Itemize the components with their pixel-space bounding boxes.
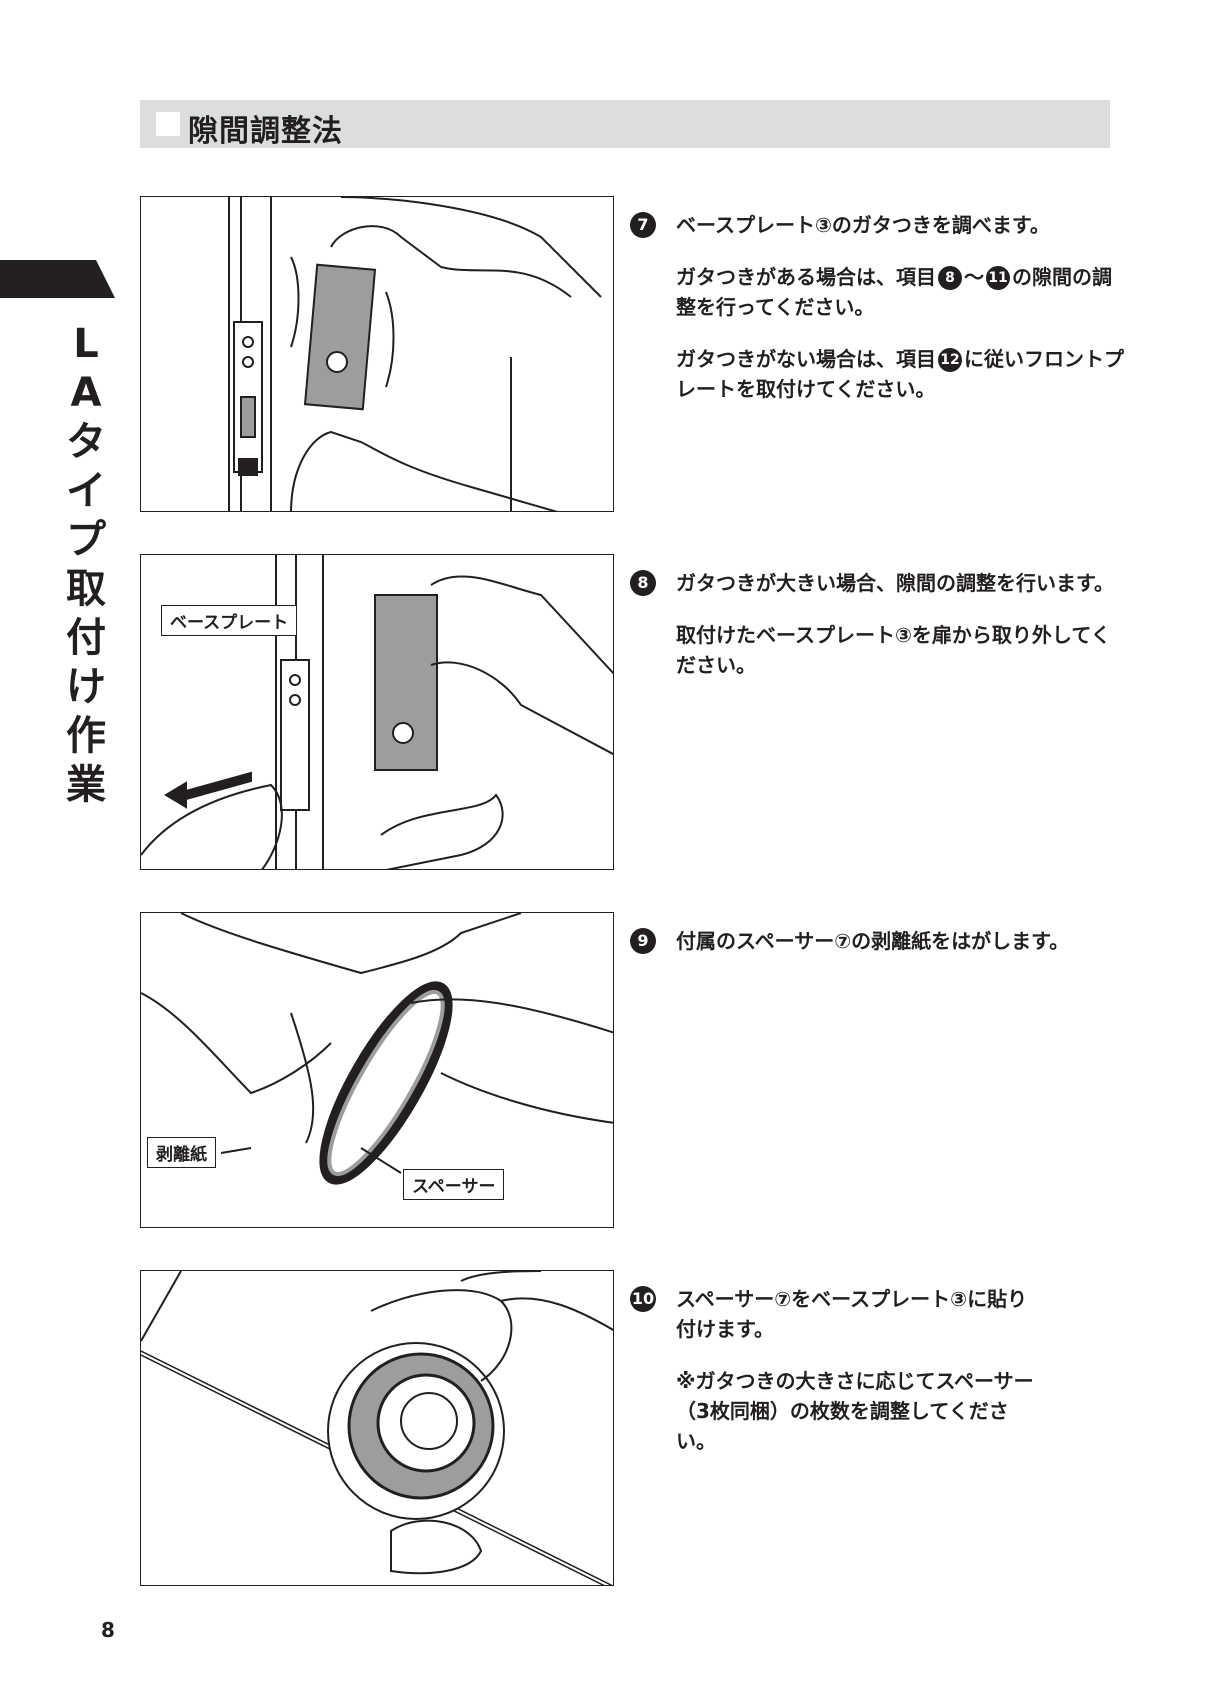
side-tab-marker <box>0 260 115 298</box>
page-number: 8 <box>101 1618 115 1642</box>
peeling-spacer-drawing <box>141 913 613 1185</box>
ref-step-8: 8 <box>938 266 962 290</box>
callout-release-paper: 剥離紙 <box>147 1137 216 1168</box>
step-number: 10 <box>630 1286 656 1312</box>
attaching-spacer-drawing <box>141 1271 613 1585</box>
section-header: 隙間調整法 <box>140 100 1110 149</box>
step-text: 付属のスペーサー⑦の剥離紙をはがします。 <box>676 929 1070 953</box>
header-square-marker <box>156 112 180 136</box>
illustration-check-base-plate <box>140 196 614 512</box>
illustration-remove-base-plate: ベースプレート <box>140 554 614 870</box>
callout-spacer: スペーサー <box>403 1169 505 1200</box>
removing-plate-drawing <box>141 555 613 869</box>
illustration-peel-release-paper: 剥離紙 スペーサー <box>140 912 614 1228</box>
callout-base-plate: ベースプレート <box>161 605 298 636</box>
step-number: 9 <box>630 928 656 954</box>
step-text: ガタつきが大きい場合、隙間の調整を行います。 取付けたベースプレート③を扉から取… <box>676 571 1114 677</box>
step-number: 7 <box>630 212 656 238</box>
section-title: 隙間調整法 <box>188 114 343 149</box>
side-chapter-title: L A タ イ プ 取 付 け 作 業 <box>66 321 106 808</box>
hand-holding-plate-drawing <box>228 197 602 511</box>
step-number: 8 <box>630 570 656 596</box>
ref-step-11: 11 <box>986 266 1010 290</box>
illustration-attach-spacer <box>140 1270 614 1586</box>
step-text: スペーサー⑦をベースプレート③に貼り付けます。 ※ガタつきの大きさに応じてスペー… <box>676 1287 1034 1453</box>
ref-step-12: 12 <box>938 348 962 372</box>
